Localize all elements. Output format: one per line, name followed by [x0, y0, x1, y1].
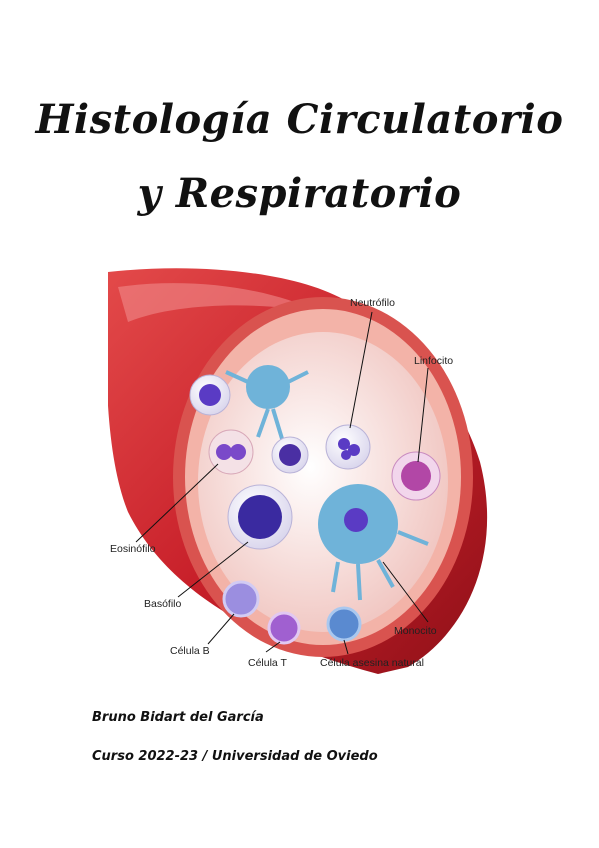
eosinophil-nucleus-2 [230, 444, 246, 460]
vessel-highlight [118, 283, 318, 322]
blood-vessel-svg: Neutrófilo Linfocito Eosinófilo Basófilo… [106, 268, 488, 674]
monocyte-processes [331, 530, 429, 601]
course-line: Curso 2022-23 / Universidad de Oviedo [92, 749, 378, 764]
monocyte-nucleus [344, 508, 368, 532]
label-nk: Célula asesina natural [320, 657, 424, 669]
eosinophil-nucleus [216, 444, 232, 460]
label-neutrofilo: Neutrófilo [350, 297, 395, 309]
leader-basofilo [177, 541, 249, 598]
leader-nk [343, 639, 349, 655]
label-celula-t: Célula T [248, 657, 287, 669]
neutrophil-nucleus-3 [341, 450, 351, 460]
leader-neutrofilo [349, 311, 373, 429]
leader-eosinofilo [135, 463, 219, 543]
label-monocito: Monocito [394, 625, 437, 637]
leader-celula-t [265, 641, 281, 653]
lymphocyte-nucleus [401, 461, 431, 491]
neutrophil-nucleus [338, 438, 350, 450]
b-cell [222, 580, 260, 618]
neutrophil-nucleus-2 [348, 444, 360, 456]
label-eosinofilo: Eosinófilo [110, 543, 156, 555]
blue-cell-processes [225, 370, 309, 443]
leader-monocito [382, 561, 429, 623]
nk-cell [326, 606, 362, 642]
basophil-nucleus [238, 495, 282, 539]
page-title-line-2: y Respiratorio [137, 170, 462, 217]
author-line: Bruno Bidart del García [92, 710, 264, 725]
label-linfocito: Linfocito [414, 355, 453, 367]
page-title-line-1: Histología Circulatorio [35, 96, 564, 143]
label-celula-b: Célula B [170, 645, 210, 657]
blood-vessel-illustration: Neutrófilo Linfocito Eosinófilo Basófilo… [106, 262, 494, 674]
leader-celula-b [207, 613, 235, 645]
blue-cell-top [246, 365, 290, 409]
t-cell [267, 611, 301, 645]
granulocyte-nucleus [199, 384, 221, 406]
leader-linfocito [417, 367, 429, 463]
label-basofilo: Basófilo [144, 598, 182, 610]
small-cell-nucleus [279, 444, 301, 466]
